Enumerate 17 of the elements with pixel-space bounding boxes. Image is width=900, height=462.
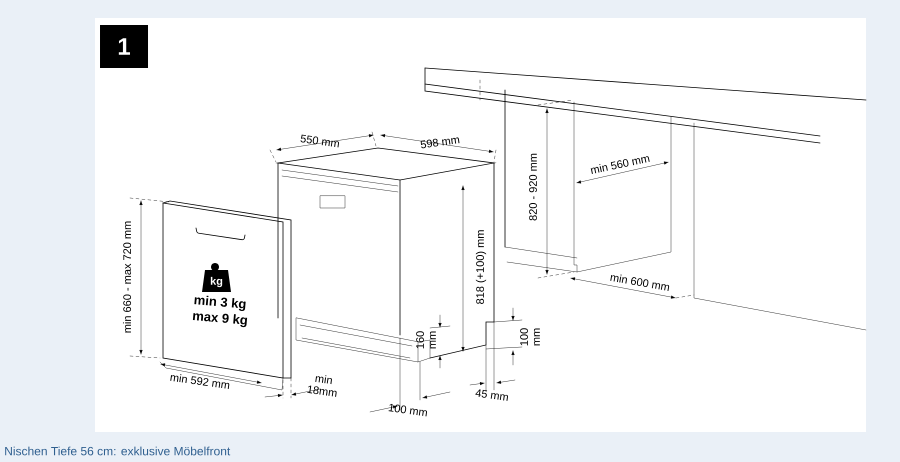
weight-label: min 3 kg: [194, 296, 246, 312]
dimension-label: 100 mm: [520, 328, 540, 346]
dimension-label: 45 mm: [475, 389, 508, 401]
dimension-label: min 660 - max 720 mm: [122, 222, 132, 332]
dimension-label: min 560 mm: [590, 156, 650, 174]
dimension-label: min 592 mm: [170, 374, 230, 389]
dimension-label: min 600 mm: [610, 274, 670, 291]
dimension-label: 818 (+100) mm: [476, 230, 486, 304]
dimension-label: 550 mm: [300, 134, 339, 148]
dimension-label: 598 mm: [420, 137, 460, 148]
number-badge: 1: [100, 25, 148, 68]
weight-label: max 9 kg: [192, 313, 248, 328]
dimension-label: 100 mm: [388, 404, 427, 416]
dimension-label: 820 - 920 mm: [529, 154, 537, 220]
dimension-label: 160 mm: [416, 331, 436, 348]
caption: Nischen Tiefe 56 cm: exklusive Möbelfront: [5, 446, 230, 456]
dimension-label: min 18mm: [307, 375, 337, 397]
